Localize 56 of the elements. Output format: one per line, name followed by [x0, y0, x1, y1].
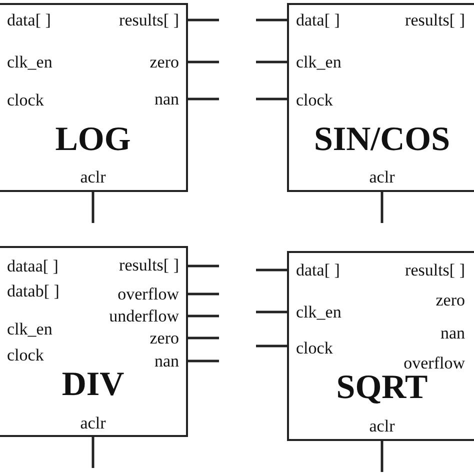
port-line — [188, 336, 219, 340]
port-line — [188, 360, 219, 362]
port-line — [188, 98, 219, 100]
module-block — [287, 3, 474, 192]
port-label: overflow — [118, 286, 179, 302]
port-label: nan — [154, 352, 179, 370]
port-line — [380, 192, 384, 223]
module-block — [0, 246, 188, 437]
port-line — [92, 192, 94, 223]
port-line — [256, 98, 287, 100]
module-name: SQRT — [336, 371, 428, 405]
port-label: zero — [150, 330, 179, 346]
port-label: clk_en — [296, 304, 342, 320]
module-block — [0, 3, 188, 192]
module-name: SIN/COS — [314, 123, 450, 157]
port-line — [188, 18, 219, 22]
port-label: nan — [440, 324, 465, 342]
port-line — [188, 60, 219, 64]
port-line — [188, 314, 219, 318]
module-name: LOG — [55, 123, 131, 157]
port-line — [92, 437, 94, 468]
port-line — [256, 268, 287, 272]
port-label: data[ ] — [296, 12, 340, 28]
port-line — [256, 344, 287, 348]
port-line — [256, 310, 287, 314]
port-line — [188, 292, 219, 296]
port-label: clk_en — [296, 54, 342, 70]
port-label: underflow — [109, 308, 179, 324]
port-label: results[ ] — [119, 256, 179, 274]
port-label: zero — [150, 54, 179, 70]
port-label: clock — [296, 92, 333, 108]
port-label: clock — [7, 92, 44, 108]
port-label: results[ ] — [119, 12, 179, 28]
port-label: data[ ] — [7, 12, 51, 28]
module-block — [287, 251, 474, 441]
port-label: nan — [154, 90, 179, 108]
port-label: aclr — [80, 414, 106, 432]
port-line — [256, 18, 287, 22]
port-label: aclr — [80, 168, 106, 186]
port-label: data[ ] — [296, 262, 340, 278]
port-label: clk_en — [7, 54, 52, 70]
port-line — [256, 60, 287, 64]
module-name: DIV — [62, 368, 124, 402]
port-label: results[ ] — [405, 12, 465, 28]
port-line — [380, 441, 384, 472]
port-label: clock — [296, 340, 333, 356]
port-line — [188, 264, 219, 268]
port-label: dataa[ ] — [7, 258, 58, 274]
port-label: zero — [436, 292, 465, 308]
port-label: datab[ ] — [7, 282, 60, 300]
port-label: aclr — [369, 168, 395, 186]
port-label: clock — [7, 346, 44, 364]
port-label: overflow — [404, 354, 465, 372]
port-label: results[ ] — [405, 262, 465, 278]
port-label: clk_en — [7, 320, 52, 338]
port-label: aclr — [369, 418, 395, 434]
